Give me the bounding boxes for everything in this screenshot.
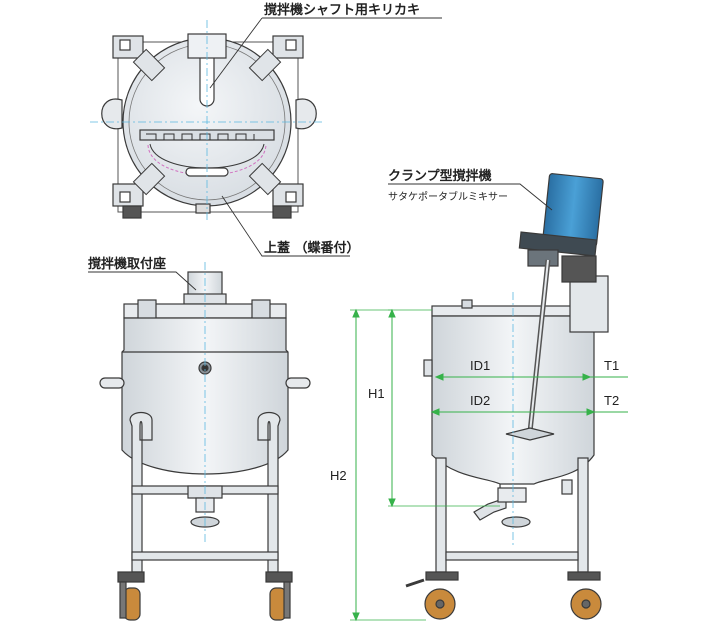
label-clamp-mixer: クランプ型撹拌機 <box>388 168 492 184</box>
clamp-mixer <box>505 173 604 441</box>
dim-t1: T1 <box>604 358 619 373</box>
dim-t2: T2 <box>604 393 619 408</box>
leader-lines <box>88 17 553 291</box>
side-casters <box>405 571 602 620</box>
label-shaft-cutout: 撹拌機シャフト用キリカキ <box>264 2 420 18</box>
lid-clamps <box>132 48 282 196</box>
label-lid: 上蓋 （蝶番付） <box>264 240 360 256</box>
dimension-lines <box>350 308 628 622</box>
mixer-impeller <box>505 427 555 441</box>
side-legs <box>435 457 589 573</box>
label-mixer-brand: サタケポータブルミキサー <box>388 190 508 203</box>
frame-corner-brackets <box>112 35 304 207</box>
dim-h1: H1 <box>368 386 385 401</box>
dim-id2: ID2 <box>470 393 490 408</box>
top-view <box>101 33 317 219</box>
top-view-center-lines <box>90 20 324 222</box>
dim-h2: H2 <box>330 468 347 483</box>
dim-id1: ID1 <box>470 358 490 373</box>
top-view-handles <box>101 98 317 130</box>
front-casters <box>117 571 293 621</box>
side-view <box>405 173 609 620</box>
label-mixer-seat: 撹拌機取付座 <box>88 256 166 272</box>
